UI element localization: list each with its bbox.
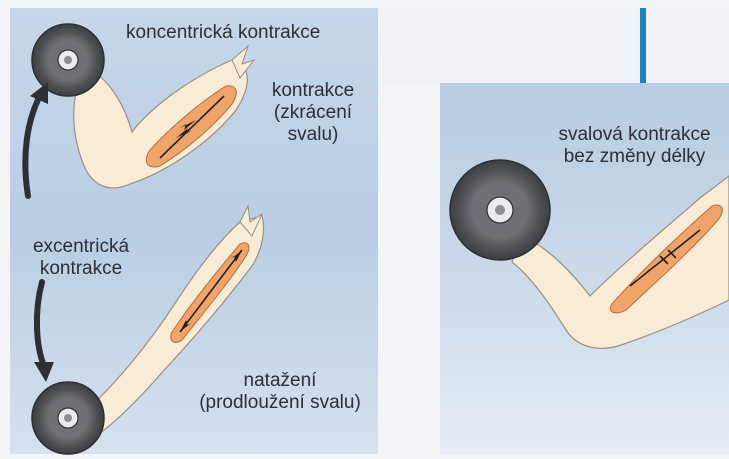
stretching-label: natažení (prodloužení svalu) <box>190 370 370 414</box>
shortening-line-3: svalu) <box>258 124 368 146</box>
isometric-line-1: svalová kontrakce <box>540 124 729 146</box>
eccentric-line-1: excentrická <box>14 236 148 258</box>
weight-center <box>64 56 72 64</box>
eccentric-line-2: kontrakce <box>14 258 148 280</box>
shortening-line-2: (zkrácení <box>258 102 368 124</box>
shortening-line-1: kontrakce <box>258 80 368 102</box>
weight-center <box>64 414 72 422</box>
accent-line <box>640 8 646 83</box>
isometric-line-2: bez změny délky <box>540 146 729 168</box>
isometric-label: svalová kontrakce bez změny délky <box>540 124 729 168</box>
stretching-line-2: (prodloužení svalu) <box>190 392 370 414</box>
concentric-label: koncentrická kontrakce <box>126 22 320 44</box>
top-right-strip <box>378 8 729 83</box>
weight-center <box>495 205 505 215</box>
stretching-line-1: natažení <box>190 370 370 392</box>
eccentric-label: excentrická kontrakce <box>14 236 148 280</box>
shortening-label: kontrakce (zkrácení svalu) <box>258 80 368 146</box>
